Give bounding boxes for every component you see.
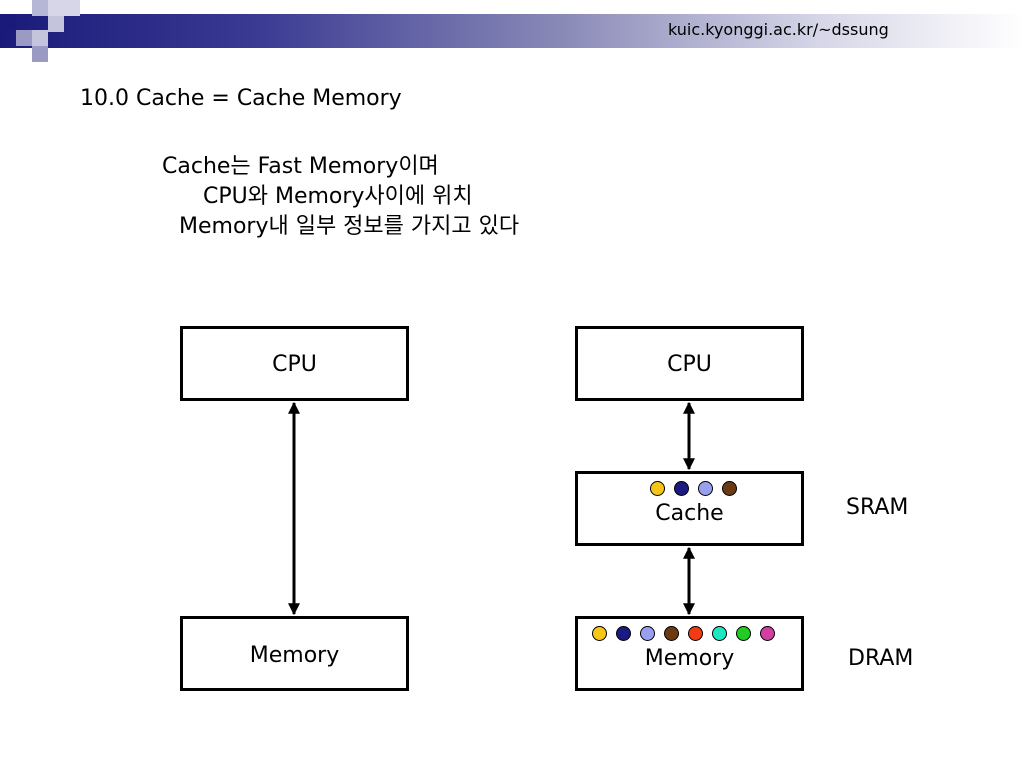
description-line-2: CPU와 Memory사이에 위치 [203, 184, 473, 209]
header-logo-square [0, 14, 16, 30]
memory-data-dot [712, 626, 727, 641]
right-cpu-label: CPU [667, 352, 712, 377]
header-logo-square [32, 0, 48, 16]
cache-data-dot [650, 481, 665, 496]
cache-data-dot [722, 481, 737, 496]
cache-data-dot [698, 481, 713, 496]
header-logo-square [48, 0, 64, 16]
header-logo-square [32, 46, 48, 62]
memory-data-dot [760, 626, 775, 641]
header-logo-square [16, 30, 32, 46]
memory-data-dot [616, 626, 631, 641]
left-cpu-box: CPU [180, 326, 409, 401]
memory-data-dot [664, 626, 679, 641]
header-logo-square [32, 30, 48, 46]
right-memory-box: Memory [575, 616, 804, 691]
memory-data-dot [640, 626, 655, 641]
header-logo-square [48, 16, 64, 32]
cache-box: Cache [575, 471, 804, 546]
page-title: 10.0 Cache = Cache Memory [80, 86, 402, 111]
header-bar [0, 14, 1024, 48]
dram-label: DRAM [848, 646, 914, 671]
header-url: kuic.kyonggi.ac.kr/~dssung [668, 20, 889, 39]
description-line-1: Cache는 Fast Memory이며 [162, 154, 439, 179]
cache-data-dot [674, 481, 689, 496]
right-cpu-box: CPU [575, 326, 804, 401]
right-memory-label: Memory [644, 646, 735, 671]
left-memory-label: Memory [249, 643, 340, 668]
left-memory-box: Memory [180, 616, 409, 691]
header-logo-square [64, 0, 80, 16]
memory-data-dot [688, 626, 703, 641]
description-line-3: Memory내 일부 정보를 가지고 있다 [179, 214, 520, 239]
memory-data-dot [592, 626, 607, 641]
memory-data-dot [736, 626, 751, 641]
left-cpu-label: CPU [272, 352, 317, 377]
sram-label: SRAM [846, 495, 909, 520]
cache-label: Cache [655, 501, 724, 526]
